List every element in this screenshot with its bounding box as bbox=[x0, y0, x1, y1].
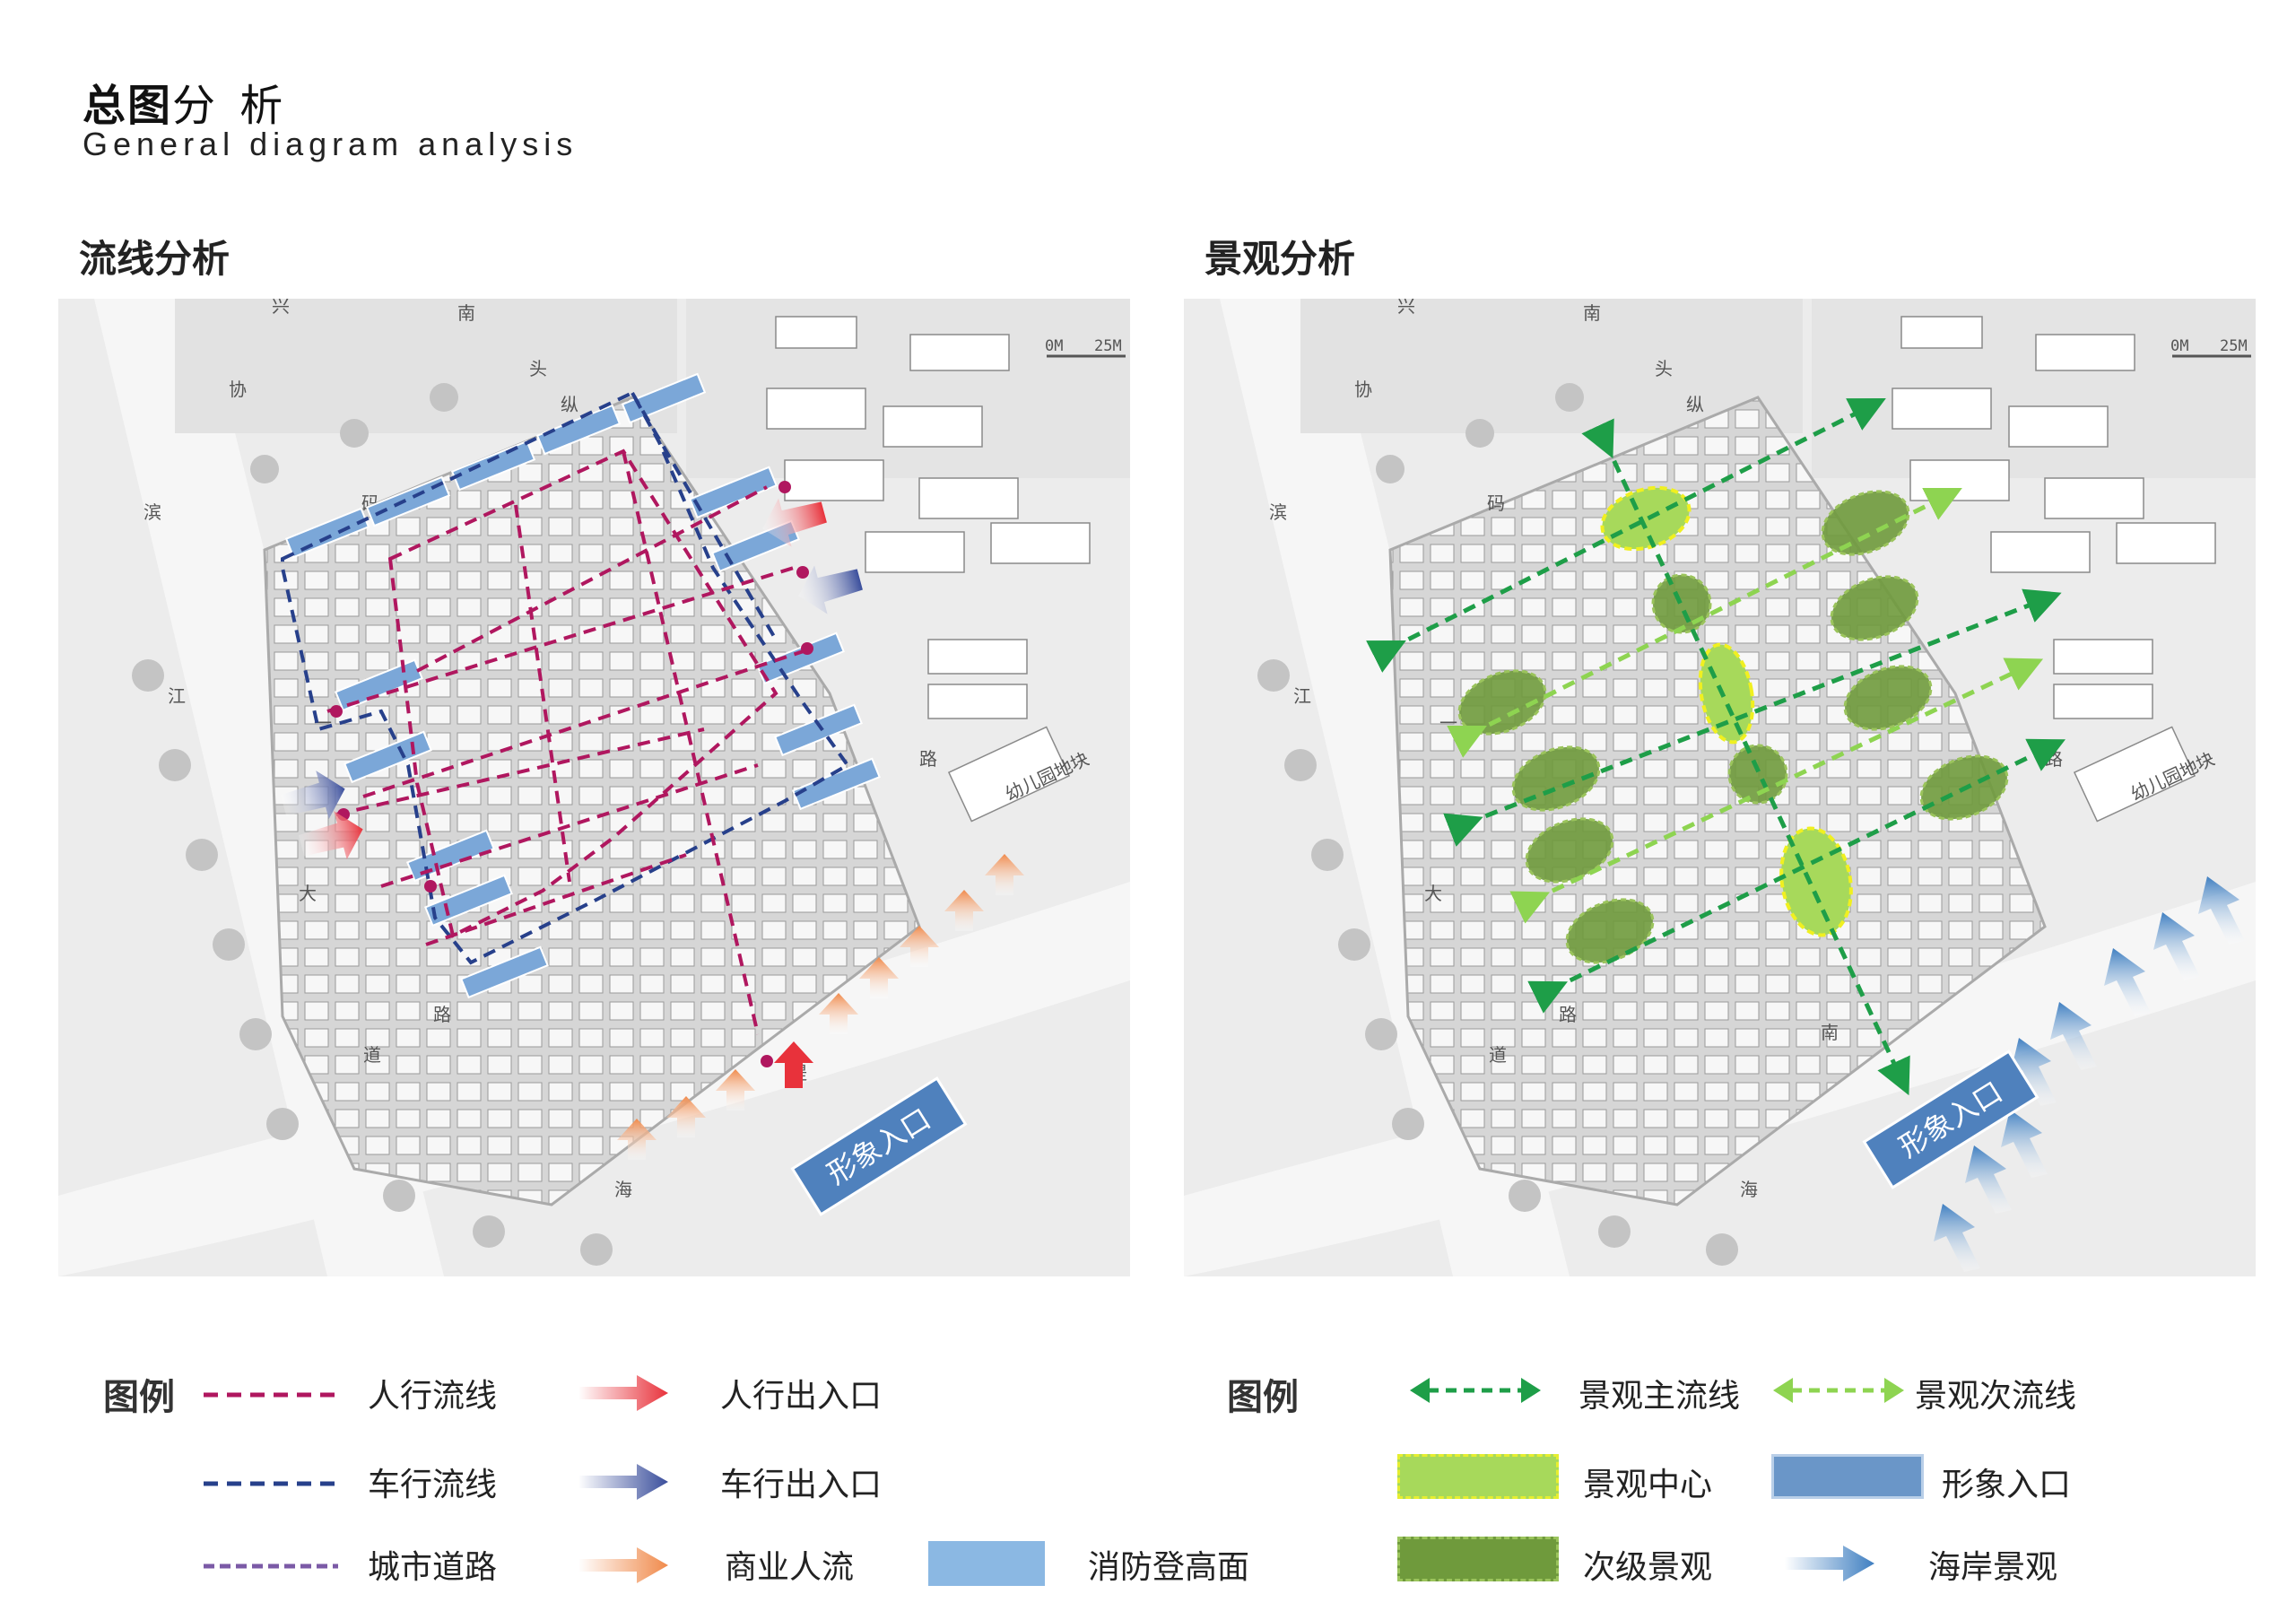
main-landscape-route-legend-icon bbox=[1410, 1378, 1541, 1403]
scale-bar: 0M 25M bbox=[2170, 337, 2251, 358]
road-label: 兴 bbox=[272, 299, 290, 317]
road-label: 头 bbox=[1655, 358, 1673, 379]
right-panel-heading: 景观分析 bbox=[1205, 237, 1356, 281]
scale-zero-label: 0M bbox=[2170, 337, 2188, 355]
scale-bar: 0M 25M bbox=[1045, 337, 1126, 358]
legend-label-main-landscape-route: 景观主流线 bbox=[1578, 1378, 1741, 1415]
circulation-map-svg: 兴 南 协 头 滨 码 纵 江 一 路 大 路 道 堤 海 幼儿园地块 0M 2… bbox=[58, 299, 1130, 1276]
pedestrian-routes bbox=[326, 449, 813, 1035]
vehicle-entry-legend-icon bbox=[578, 1464, 668, 1500]
page-subtitle: General diagram analysis bbox=[83, 126, 578, 162]
coastal-view-legend-icon bbox=[1785, 1546, 1874, 1581]
page-title-light: 分 析 bbox=[172, 81, 289, 131]
scale-max-label: 25M bbox=[1094, 337, 1122, 355]
legend-label-pedestrian-entry: 人行出入口 bbox=[720, 1378, 883, 1415]
road-label: 道 bbox=[363, 1044, 381, 1066]
legend-label-pedestrian-route: 人行流线 bbox=[368, 1378, 498, 1415]
commercial-flow-legend-icon bbox=[578, 1547, 668, 1583]
road-label: 江 bbox=[1293, 685, 1311, 707]
road-label: 江 bbox=[168, 685, 186, 707]
left-legend-title: 图例 bbox=[103, 1377, 175, 1418]
circulation-map: 兴 南 协 头 滨 码 纵 江 一 路 大 路 道 堤 海 幼儿园地块 0M 2… bbox=[58, 299, 1130, 1276]
vehicle-route-legend-icon bbox=[204, 1481, 338, 1486]
legend-label-vehicle-entry: 车行出入口 bbox=[720, 1467, 883, 1503]
page-title-bold: 总图 bbox=[83, 81, 173, 131]
road-label: 南 bbox=[1821, 1022, 1839, 1043]
road-label: 路 bbox=[1559, 1004, 1577, 1025]
road-label: 纵 bbox=[561, 394, 578, 415]
scale-zero-label: 0M bbox=[1045, 337, 1063, 355]
road-label: 协 bbox=[229, 379, 247, 400]
scale-max-label: 25M bbox=[2220, 337, 2248, 355]
road-label: 南 bbox=[1583, 302, 1601, 324]
legend-label-commercial-flow: 商业人流 bbox=[725, 1549, 855, 1586]
road-label: 兴 bbox=[1397, 299, 1415, 317]
city-road-legend-icon bbox=[204, 1563, 338, 1569]
secondary-landscape-routes bbox=[1447, 488, 2044, 924]
road-label: 滨 bbox=[144, 501, 161, 523]
right-legend-title: 图例 bbox=[1227, 1377, 1299, 1418]
road-label: 路 bbox=[919, 748, 937, 770]
coastal-view-arrows bbox=[1934, 876, 2245, 1272]
road-label: 海 bbox=[1740, 1179, 1758, 1200]
page-title: 总图分 析 bbox=[83, 70, 288, 133]
commercial-flow-arrows bbox=[617, 854, 1024, 1160]
road-label: 头 bbox=[529, 358, 547, 379]
legend-label-image-entrance: 形象入口 bbox=[1942, 1467, 2072, 1503]
legend-label-landscape-center: 景观中心 bbox=[1583, 1467, 1713, 1503]
road-label: 大 bbox=[1424, 883, 1442, 904]
landscape-map-svg: 兴 南 协 头 滨 码 纵 江 一 路 大 路 道 南 海 幼儿园地块 0M 2… bbox=[1184, 299, 2256, 1276]
legend-label-coastal-view: 海岸景观 bbox=[1928, 1549, 2058, 1586]
pedestrian-entry-arrows bbox=[298, 498, 827, 1088]
pedestrian-entry-legend-icon bbox=[578, 1375, 668, 1411]
road-label: 纵 bbox=[1686, 394, 1704, 415]
road-label: 南 bbox=[457, 302, 475, 324]
secondary-landscape-legend-swatch bbox=[1397, 1537, 1559, 1581]
fire-access-legend-swatch bbox=[928, 1541, 1045, 1586]
road-label: 大 bbox=[299, 883, 317, 904]
image-entrance-sign: 形象入口 bbox=[1862, 1050, 2039, 1189]
legend-label-city-road: 城市道路 bbox=[368, 1549, 498, 1586]
left-panel-heading: 流线分析 bbox=[79, 237, 230, 281]
landscape-center-legend-swatch bbox=[1397, 1454, 1559, 1499]
legend-label-secondary-landscape-route: 景观次流线 bbox=[1915, 1378, 2077, 1415]
legend-label-secondary-landscape: 次级景观 bbox=[1583, 1549, 1713, 1586]
road-label: 一 bbox=[1439, 712, 1457, 734]
road-label: 码 bbox=[1487, 492, 1505, 514]
image-entrance-legend-swatch bbox=[1771, 1454, 1924, 1499]
legend-label-fire-access: 消防登高面 bbox=[1088, 1549, 1250, 1586]
road-label: 路 bbox=[433, 1004, 451, 1025]
road-label: 海 bbox=[614, 1179, 632, 1200]
road-label: 滨 bbox=[1269, 501, 1287, 523]
vehicle-route bbox=[281, 390, 850, 965]
road-label: 协 bbox=[1354, 379, 1372, 400]
road-label: 道 bbox=[1489, 1044, 1507, 1066]
legend-label-vehicle-route: 车行流线 bbox=[368, 1467, 498, 1503]
fire-access-surfaces bbox=[284, 372, 881, 999]
secondary-landscape-route-legend-icon bbox=[1773, 1378, 1904, 1403]
landscape-map: 兴 南 协 头 滨 码 纵 江 一 路 大 路 道 南 海 幼儿园地块 0M 2… bbox=[1184, 299, 2256, 1276]
pedestrian-route-legend-icon bbox=[204, 1392, 338, 1398]
road-label: 路 bbox=[2045, 748, 2063, 770]
vehicle-entry-arrows bbox=[280, 565, 863, 820]
